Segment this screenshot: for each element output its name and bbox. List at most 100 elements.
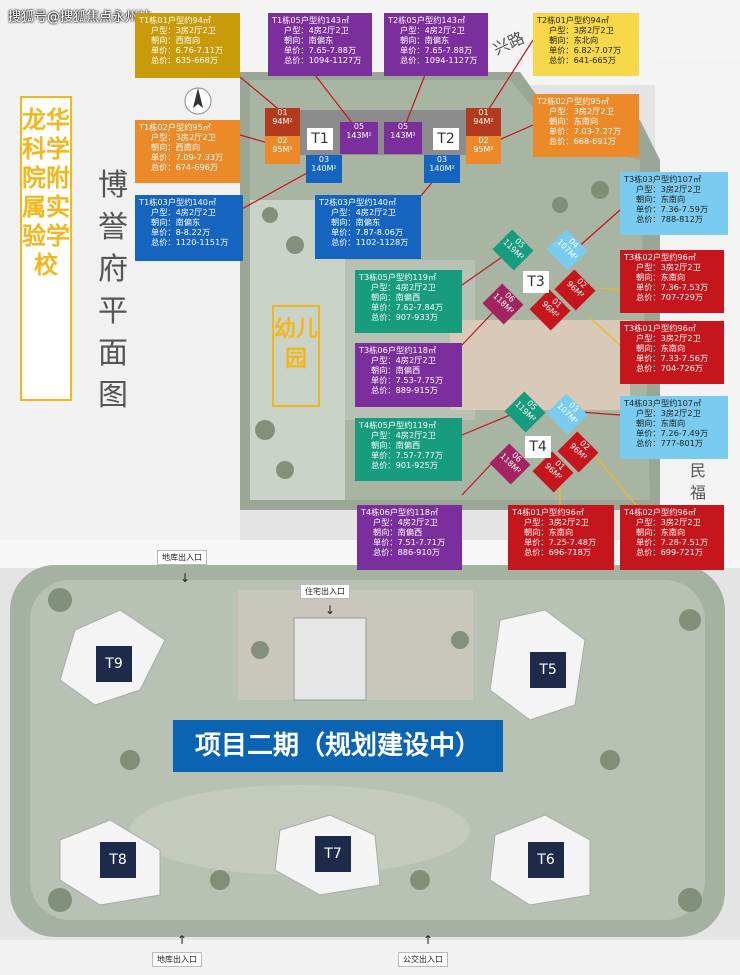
tower-t8: T8 [100, 842, 136, 878]
card-facing: 朝向：东南向 [636, 418, 686, 428]
arrow-up-icon: ↑ [177, 933, 188, 947]
card-layout: 户型：4房2厅2卫 [371, 355, 436, 365]
card-title: T1栋01户型约94㎡ [139, 15, 211, 25]
tower-t5: T5 [530, 652, 566, 688]
residential-entrance: 住宅出入口 [300, 584, 350, 599]
card-title: T4栋06户型约118㎡ [361, 507, 439, 517]
card-unit-price: 单价：7.03-7.27万 [549, 126, 622, 136]
card-facing: 朝向：东南向 [549, 116, 599, 126]
card-unit-price: 单价：6.82-7.07万 [549, 45, 622, 55]
card-unit-price: 单价：7.65-7.88万 [400, 45, 473, 55]
card-facing: 朝向：南偏西 [371, 440, 421, 450]
arrow-up-icon: ↑ [423, 933, 434, 947]
card-unit-price: 单价：6.76-7.11万 [151, 45, 224, 55]
card-total-price: 总价：699-721万 [636, 547, 703, 557]
card-title: T3栋05户型约119㎡ [359, 272, 437, 282]
card-unit-price: 单价：7.28-7.51万 [636, 537, 709, 547]
card-total-price: 总价：777-801万 [636, 438, 703, 448]
road-label-right: 民福 [690, 461, 707, 502]
garage-entrance-bottom: 地库出入口 [152, 952, 202, 967]
card-layout: 户型：4房2厅2卫 [373, 517, 438, 527]
card-title: T4栋02户型约96㎡ [624, 507, 696, 517]
card-total-price: 总价：704-726万 [636, 363, 703, 373]
card-title: T4栋01户型约96㎡ [512, 507, 584, 517]
unit-number: 03 [436, 155, 448, 164]
unit-area: 140M² [429, 164, 455, 173]
card-facing: 朝向：南偏东 [400, 35, 450, 45]
card-layout: 户型：3房2厅2卫 [636, 517, 701, 527]
card-title: T2栋02户型约95㎡ [537, 96, 609, 106]
card-facing: 朝向：东南向 [524, 527, 574, 537]
card-facing: 朝向：东南向 [636, 343, 686, 353]
card-title: T2栋03户型约140㎡ [319, 197, 397, 207]
card-total-price: 总价：707-729万 [636, 292, 703, 302]
card-total-price: 总价：696-718万 [524, 547, 591, 557]
card-layout: 户型：3房2厅2卫 [524, 517, 589, 527]
phase2-label: 项目二期（规划建设中） [173, 720, 503, 772]
card-title: T4栋05户型约119㎡ [359, 420, 437, 430]
tower-t2-label: T2 [433, 128, 459, 150]
card-unit-price: 单价：8-8.22万 [151, 227, 211, 237]
tower-t6: T6 [528, 842, 564, 878]
card-layout: 户型：3房2厅2卫 [549, 106, 614, 116]
card-title: T2栋05户型约143㎡ [388, 15, 466, 25]
card-title: T3栋03户型约107㎡ [624, 174, 702, 184]
card-total-price: 总价：641-665万 [549, 55, 616, 65]
card-facing: 朝向：南偏西 [373, 527, 423, 537]
card-layout: 户型：4房2厅2卫 [400, 25, 465, 35]
card-title: T1栋02户型约95㎡ [139, 122, 211, 132]
card-layout: 户型：3房2厅2卫 [151, 132, 216, 142]
arrow-down-icon: ↓ [325, 603, 336, 617]
card-layout: 户型：3房2厅2卫 [151, 25, 216, 35]
card-unit-price: 单价：7.51-7.71万 [373, 537, 446, 547]
card-unit-price: 单价：7.25-7.48万 [524, 537, 597, 547]
card-unit-price: 单价：7.33-7.56万 [636, 353, 709, 363]
card-total-price: 总价：1094-1127万 [400, 55, 478, 65]
card-facing: 朝向：东南向 [636, 527, 686, 537]
unit-area: 143M² [346, 131, 372, 140]
card-unit-price: 单价：7.36-7.53万 [636, 282, 709, 292]
card-layout: 户型：3房2厅2卫 [636, 262, 701, 272]
unit-area: 94M² [473, 117, 494, 126]
card-facing: 朝向：南偏西 [371, 292, 421, 302]
card-total-price: 总价：668-691万 [549, 136, 616, 146]
unit-area: 95M² [272, 145, 293, 154]
card-layout: 户型：4房2厅2卫 [331, 207, 396, 217]
card-unit-price: 单价：7.36-7.59万 [636, 204, 709, 214]
card-layout: 户型：4房2厅2卫 [371, 282, 436, 292]
card-layout: 户型：3房2厅2卫 [549, 25, 614, 35]
card-facing: 朝向：东南向 [636, 272, 686, 282]
card-layout: 户型：4房2厅2卫 [371, 430, 436, 440]
card-facing: 朝向：南偏东 [284, 35, 334, 45]
card-total-price: 总价：1094-1127万 [284, 55, 362, 65]
tower-t3-label: T3 [523, 271, 549, 293]
card-title: T2栋01户型约94㎡ [537, 15, 609, 25]
card-total-price: 总价：1102-1128万 [331, 237, 409, 247]
card-unit-price: 单价：7.57-7.77万 [371, 450, 444, 460]
unit-number: 02 [277, 136, 288, 145]
card-unit-price: 单价：7.62-7.84万 [371, 302, 444, 312]
card-total-price: 总价：674-696万 [151, 162, 218, 172]
card-total-price: 总价：1120-1151万 [151, 237, 229, 247]
card-title: T3栋06户型约118㎡ [359, 345, 437, 355]
card-unit-price: 单价：7.65-7.88万 [284, 45, 357, 55]
card-facing: 朝向：西南向 [151, 35, 201, 45]
unit-area: 143M² [390, 131, 416, 140]
card-unit-price: 单价：7.26-7.49万 [636, 428, 709, 438]
